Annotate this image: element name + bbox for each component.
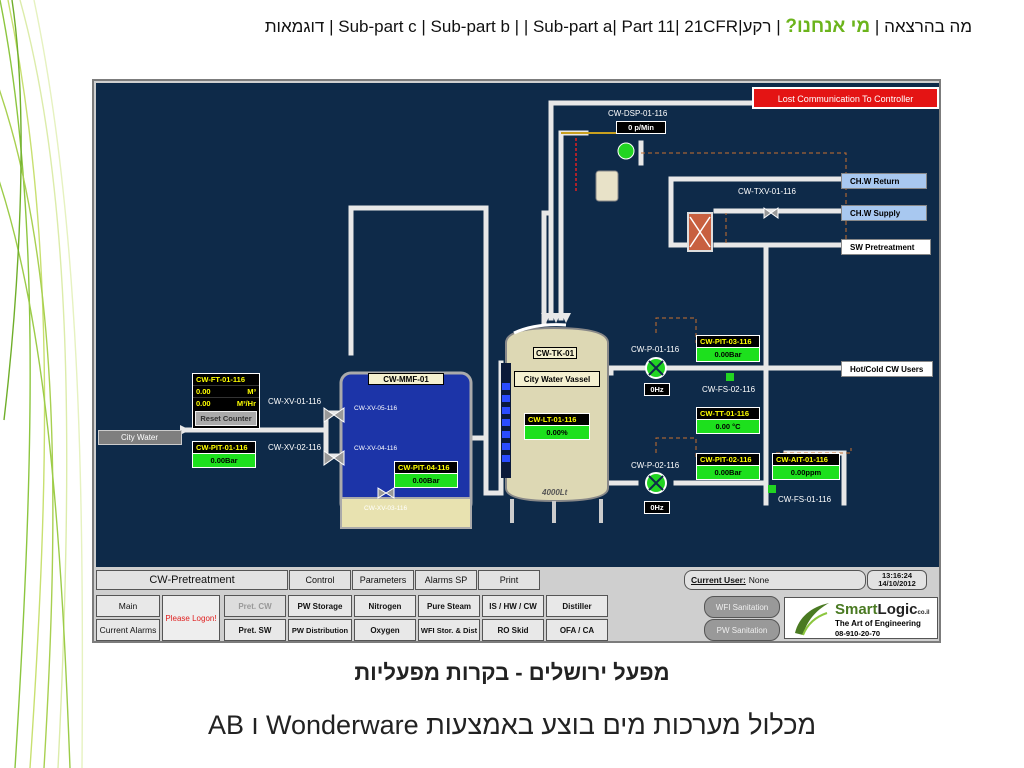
nav-item[interactable]: 21CFR (684, 17, 739, 36)
print-button[interactable]: Print (478, 570, 540, 590)
pump2-tag: CW-P-02-116 (631, 461, 680, 470)
screen-toolbar: CW-Pretreatment Control Parameters Alarm… (96, 569, 939, 591)
pit03-box[interactable]: CW-PIT-03-116 0.00Bar (696, 335, 760, 362)
nav-item-current[interactable]: מי אנחנו? (785, 16, 871, 37)
nav-item[interactable]: | דוגמאות (264, 17, 334, 36)
pump1-tag: CW-P-01-116 (631, 345, 680, 354)
tt01-box[interactable]: CW-TT-01-116 0.00 °C (696, 407, 760, 434)
fs01-tag: CW-FS-01-116 (778, 495, 832, 504)
pit02-box[interactable]: CW-PIT-02-116 0.00Bar (696, 453, 760, 480)
lt01-box[interactable]: CW-LT-01-116 0.00% (524, 413, 590, 440)
smartlogic-swoosh-icon (795, 603, 829, 636)
menu-nitrogen[interactable]: Nitrogen (354, 595, 416, 617)
navigation-menu: Main Current Alarms Please Logon! Pret. … (96, 595, 939, 641)
pit04-box[interactable]: CW-PIT-04-116 0.00Bar (394, 461, 458, 488)
nav-item[interactable]: |Part 11 (621, 17, 680, 36)
menu-pure-steam[interactable]: Pure Steam (418, 595, 480, 617)
dsp-value-box[interactable]: 0 p/Min (616, 121, 666, 134)
menu-main[interactable]: Main (96, 595, 160, 617)
ait01-box[interactable]: CW-AIT-01-116 0.00ppm (772, 453, 840, 480)
menu-distiller[interactable]: Distiller (546, 595, 608, 617)
xv03-tag: CW-XV-03-116 (364, 505, 408, 512)
xv01-tag: CW-XV-01-116 (268, 397, 322, 406)
dest-hot-cold-users[interactable]: Hot/Cold CW Users (841, 361, 933, 377)
menu-is-hw-cw[interactable]: IS / HW / CW (482, 595, 544, 617)
tank-name: City Water Vassel (514, 371, 600, 387)
slide-subtitle: מפעל ירושלים - בקרות מפעליות (354, 660, 670, 685)
menu-oxygen[interactable]: Oxygen (354, 619, 416, 641)
tank-capacity: 4000Lt (542, 488, 568, 497)
parameters-button[interactable]: Parameters (352, 570, 414, 590)
comm-alarm-banner[interactable]: Lost Communication To Controller (752, 87, 939, 109)
nav-item[interactable]: | Sub-part b (430, 17, 520, 36)
menu-wfi-stor[interactable]: WFI Stor. & Dist (418, 619, 480, 641)
current-user: Current User: None (684, 570, 866, 590)
mmf-tag: CW-MMF-01 (368, 373, 444, 385)
dest-sw-pretreatment[interactable]: SW Pretreatment (841, 239, 931, 255)
fs02-tag: CW-FS-02-116 (702, 385, 756, 394)
control-button[interactable]: Control (289, 570, 351, 590)
menu-pw-sanitation[interactable]: PW Sanitation (704, 619, 780, 641)
menu-ofa-ca[interactable]: OFA / CA (546, 619, 608, 641)
menu-wfi-sanitation[interactable]: WFI Sanitation (704, 596, 780, 618)
hmi-screenshot: Lost Communication To Controller CW-DSP-… (92, 79, 941, 643)
screen-name: CW-Pretreatment (96, 570, 288, 590)
slide-caption: מכלול מערכות מים בוצע באמצעות Wonderware… (207, 710, 817, 740)
pit01-box[interactable]: CW-PIT-01-116 0.00Bar (192, 441, 256, 468)
pump1-speed[interactable]: 0Hz (644, 383, 670, 396)
clock: 13:16:24 14/10/2012 (867, 570, 927, 590)
reset-counter-button[interactable]: Reset Counter (195, 411, 257, 426)
please-logon[interactable]: Please Logon! (162, 595, 220, 641)
menu-pw-storage[interactable]: PW Storage (288, 595, 352, 617)
smartlogic-logo: SmartLogicco.il The Art of Engineering 0… (784, 597, 938, 639)
xv04-tag: CW-XV-04-116 (354, 445, 398, 452)
xv05-tag: CW-XV-05-116 (354, 405, 398, 412)
txv-tag: CW-TXV-01-116 (738, 187, 796, 196)
pump2-speed[interactable]: 0Hz (644, 501, 670, 514)
menu-pret-cw[interactable]: Pret. CW (224, 595, 286, 617)
dest-chw-return[interactable]: CH.W Return (841, 173, 927, 189)
alarms-sp-button[interactable]: Alarms SP (415, 570, 477, 590)
slide-nav: מה בהרצאה | מי אנחנו? | רקע|21CFR |Part … (264, 16, 972, 37)
dest-chw-supply[interactable]: CH.W Supply (841, 205, 927, 221)
nav-item[interactable]: | Sub-part c (338, 17, 426, 36)
nav-item[interactable]: |Sub-part a (532, 17, 617, 36)
nav-item[interactable]: מה בהרצאה (884, 17, 972, 36)
menu-ro-skid[interactable]: RO Skid (482, 619, 544, 641)
menu-current-alarms[interactable]: Current Alarms (96, 619, 160, 641)
tank-tag: CW-TK-01 (533, 347, 577, 359)
nav-item[interactable]: | רקע| (738, 17, 781, 36)
menu-pw-distribution[interactable]: PW Distribution (288, 619, 352, 641)
dsp-tag: CW-DSP-01-116 (608, 109, 668, 118)
city-water-source[interactable]: City Water (98, 430, 182, 445)
process-mimic: Lost Communication To Controller CW-DSP-… (96, 83, 939, 567)
menu-pret-sw[interactable]: Pret. SW (224, 619, 286, 641)
xv02-tag: CW-XV-02-116 (268, 443, 322, 452)
